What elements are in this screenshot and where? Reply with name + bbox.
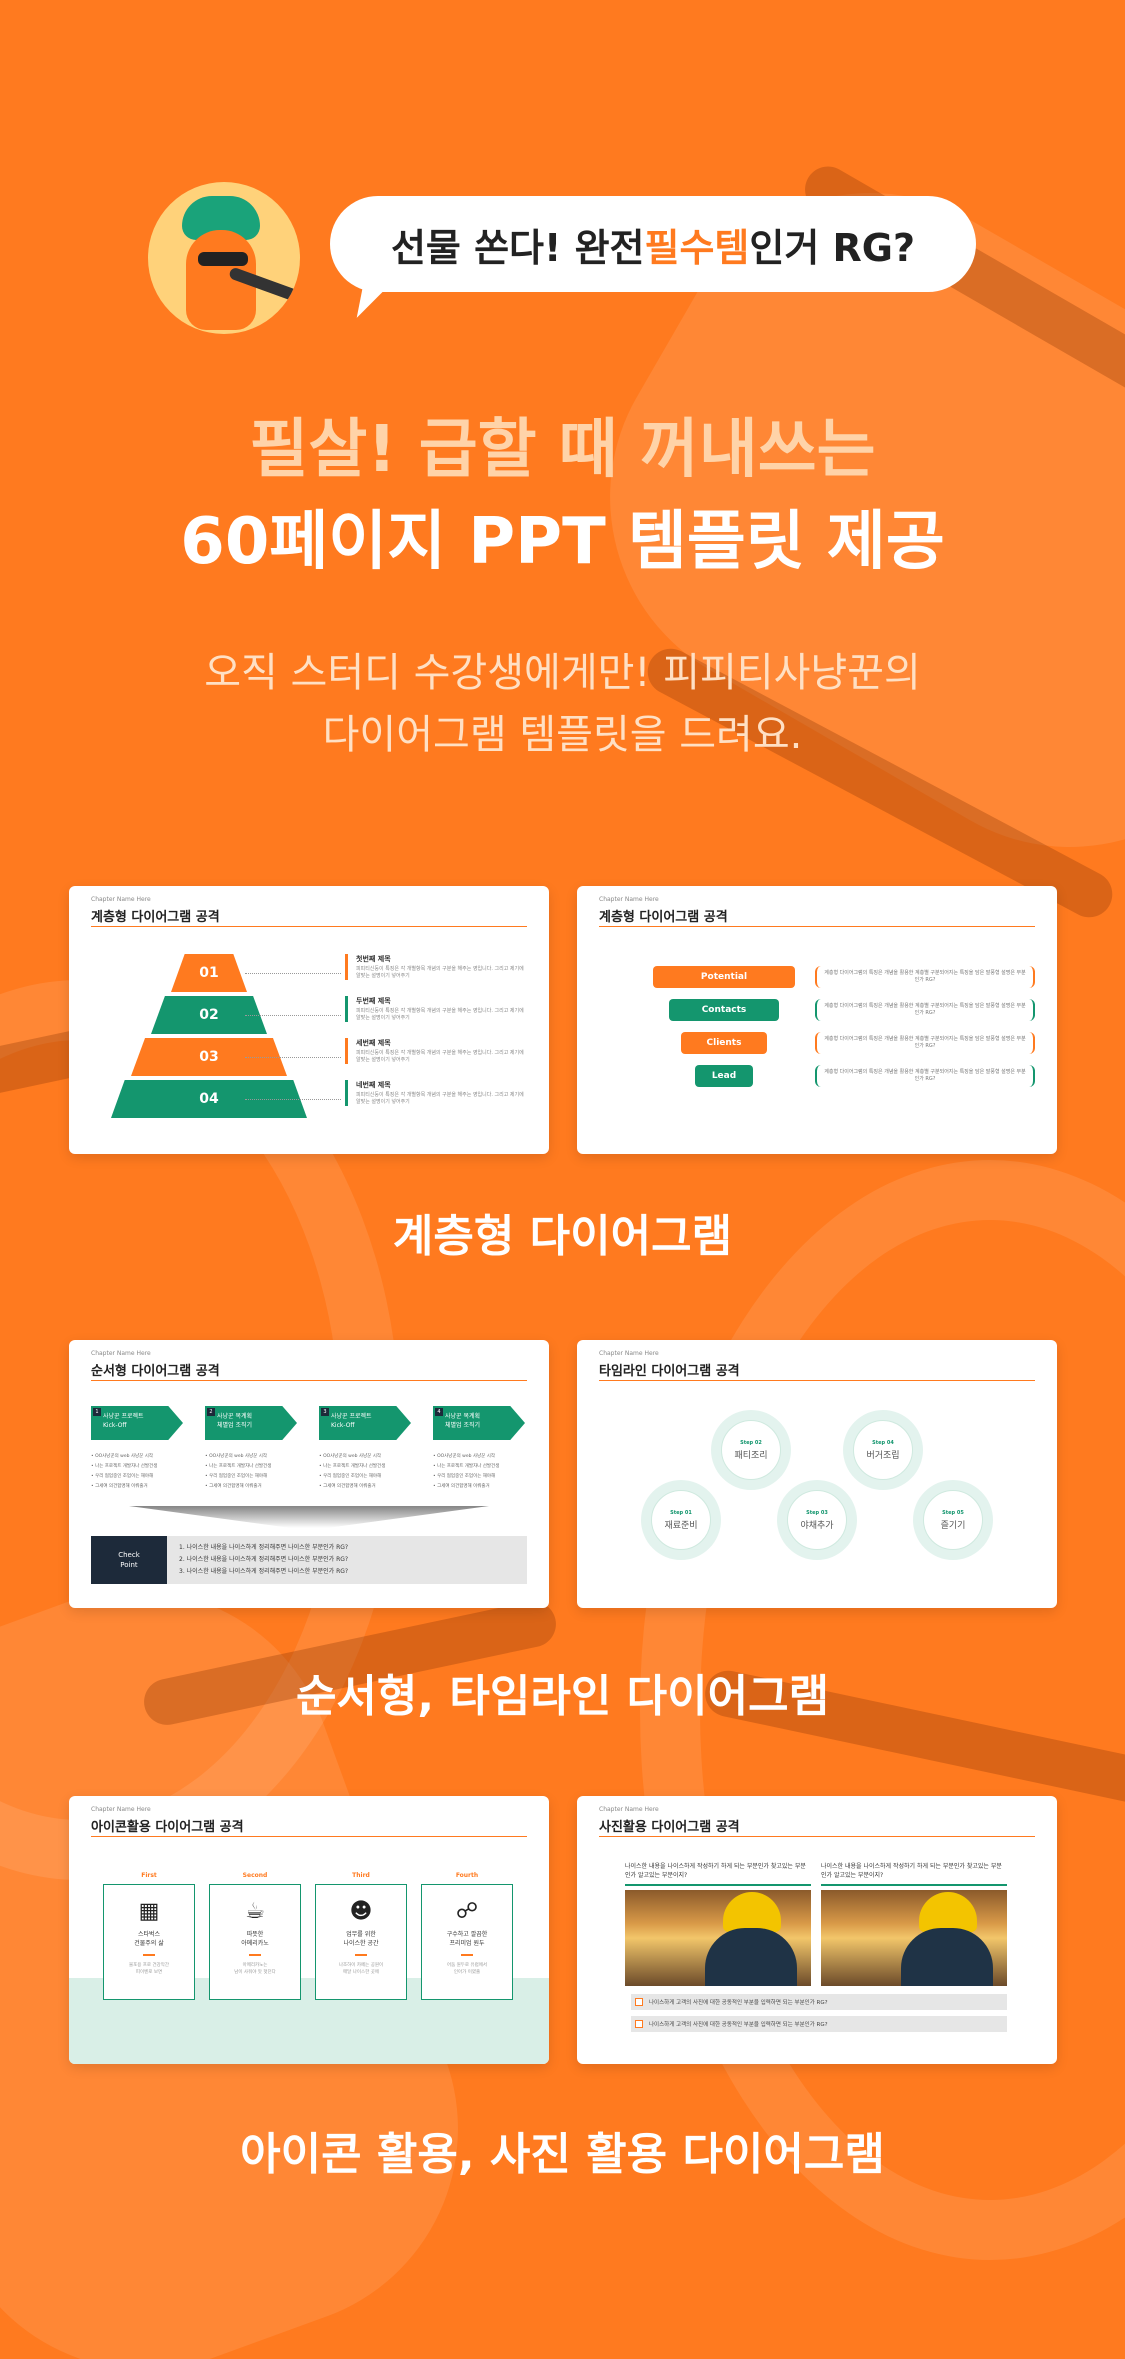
- icon-card-4: ☍ 구수하고 깔끔한 프리미엄 원두 어둠 원두로 유럽에서 인아가 이였출: [421, 1884, 513, 2000]
- worker-photo-2: [821, 1890, 1007, 1986]
- check-item-2: 2. 나이스한 내용을 나이스하게 정리해주면 나이스한 부분인가 RG?: [179, 1556, 349, 1563]
- icon-card-order-4: Fourth: [455, 1872, 479, 1879]
- funnel-desc-1: 계층형 다이어그램의 특징은 개념을 활용한 계층별 구분되어지는 특징을 담은…: [815, 966, 1035, 988]
- section-title-icon-photo: 아이콘 활용, 사진 활용 다이어그램: [240, 2129, 885, 2180]
- pyramid-desc-1: 첫번째 제목 피피티신둥이 특징은 각 개별항목 개념의 구분을 해주는 영입니…: [345, 954, 525, 980]
- photo-note-1: 나이스하게 고객의 사진에 대한 공동적인 부분을 입력하면 되는 부분인가 R…: [631, 1994, 1007, 2010]
- coffee-beans-icon: ☍: [455, 1899, 479, 1924]
- chapter-label: Chapter Name Here: [91, 1350, 151, 1357]
- funnel-level-contacts: Contacts: [669, 999, 779, 1021]
- merge-shadow: [129, 1506, 489, 1528]
- slide-title: 계층형 다이어그램 공격: [91, 910, 220, 925]
- title-underline: [91, 926, 527, 927]
- worker-icon: ☻: [349, 1899, 373, 1924]
- bubble-text-post: 인거 RG?: [749, 225, 916, 270]
- check-point-box: Check Point 1. 나이스한 내용을 나이스하게 정리해주면 나이스한…: [91, 1536, 527, 1584]
- title-underline: [91, 1380, 527, 1381]
- pyramid-desc-2: 두번째 제목 피피티신둥이 특징은 각 개별항목 개념의 구분을 해주는 영입니…: [345, 996, 525, 1022]
- chapter-label: Chapter Name Here: [91, 1806, 151, 1813]
- sequence-bullets-4: • OO사냥꾼의 web 사냥꾼 시작 • 나는 프로젝트 개발자나 선발건생 …: [433, 1454, 500, 1489]
- photo-caption-2: 나이스한 내용을 나이스하게 작성하기 하게 되는 부분인가 찾고있는 부분인가…: [821, 1862, 1007, 1886]
- headline-line2: 60페이지 PPT 템플릿 제공: [180, 505, 945, 579]
- slide-title: 사진활용 다이어그램 공격: [599, 1820, 740, 1835]
- icon-card-2: ☕ 따뜻한 아메리카노 아메리카노는 남이 사줘야 맛 헛던다: [209, 1884, 301, 2000]
- building-icon: ▦: [138, 1899, 160, 1924]
- funnel-desc-2: 계층형 다이어그램의 특징은 개념을 활용한 계층별 구분되어지는 특징을 담은…: [815, 999, 1035, 1021]
- section-title-sequence: 순서형, 타임라인 다이어그램: [295, 1671, 830, 1722]
- sequence-bullets-1: • OO사냥꾼의 web 사냥꾼 시작 • 나는 프로젝트 개발자나 선발건생 …: [91, 1454, 158, 1489]
- funnel-desc-4: 계층형 다이어그램의 특징은 개념을 활용한 계층별 구분되어지는 특징을 담은…: [815, 1065, 1035, 1087]
- slide-title: 계층형 다이어그램 공격: [599, 910, 728, 925]
- photo-note-2: 나이스하게 고객의 사진에 대한 공동적인 부분을 입력하면 되는 부분인가 R…: [631, 2016, 1007, 2032]
- chapter-label: Chapter Name Here: [599, 896, 659, 903]
- funnel-level-lead: Lead: [695, 1065, 753, 1087]
- title-underline: [599, 1836, 1035, 1837]
- icon-card-order-3: Third: [352, 1872, 370, 1879]
- chapter-label: Chapter Name Here: [91, 896, 151, 903]
- icon-card-3: ☻ 업무를 위한 나이스한 공간 나조하이 카페는 공원이 매달 나이스한 곳에: [315, 1884, 407, 2000]
- icon-card-1: ▦ 스타벅스 건물주의 삶 물포용 프로 건강막간 피이벤로 보면: [103, 1884, 195, 2000]
- coffee-icon: ☕: [245, 1899, 265, 1924]
- chapter-label: Chapter Name Here: [599, 1806, 659, 1813]
- slide-title: 타임라인 다이어그램 공격: [599, 1364, 740, 1379]
- pyramid-desc-4: 네번째 제목 피피티신둥이 특징은 각 개별항목 개념의 구분을 해주는 영입니…: [345, 1080, 525, 1106]
- subtitle-line1: 오직 스터디 수강생에게만! 피피티사냥꾼의: [204, 650, 921, 696]
- slide-title: 순서형 다이어그램 공격: [91, 1364, 220, 1379]
- slide-funnel: Chapter Name Here 계층형 다이어그램 공격 Potential…: [577, 886, 1057, 1154]
- funnel-level-clients: Clients: [681, 1032, 767, 1054]
- mascot-avatar: [148, 182, 300, 334]
- slide-pyramid: Chapter Name Here 계층형 다이어그램 공격 01 02 03 …: [69, 886, 549, 1154]
- photo-caption-1: 나이스한 내용을 나이스하게 작성하기 하게 되는 부분인가 찾고있는 부분인가…: [625, 1862, 811, 1886]
- section-title-hierarchy: 계층형 다이어그램: [392, 1211, 733, 1262]
- slide-icons: Chapter Name Here 아이콘활용 다이어그램 공격 First S…: [69, 1796, 549, 2064]
- icon-card-order-2: Second: [242, 1872, 268, 1879]
- sequence-bullets-3: • OO사냥꾼의 web 사냥꾼 시작 • 나는 프로젝트 개발자나 선발건생 …: [319, 1454, 386, 1489]
- pyramid-level-1: 01: [171, 954, 247, 992]
- slide-photos: Chapter Name Here 사진활용 다이어그램 공격 나이스한 내용을…: [577, 1796, 1057, 2064]
- funnel-desc-3: 계층형 다이어그램의 특징은 개념을 활용한 계층별 구분되어지는 특징을 담은…: [815, 1032, 1035, 1054]
- checkbox-icon: [635, 2020, 643, 2028]
- icon-card-order-1: First: [141, 1872, 157, 1879]
- worker-photo-1: [625, 1890, 811, 1986]
- title-underline: [599, 1380, 1035, 1381]
- title-underline: [599, 926, 1035, 927]
- headline-line1: 필살! 급할 때 꺼내쓰는: [249, 413, 876, 487]
- chapter-label: Chapter Name Here: [599, 1350, 659, 1357]
- check-point-label: Check Point: [91, 1536, 167, 1584]
- slide-title: 아이콘활용 다이어그램 공격: [91, 1820, 244, 1835]
- check-item-1: 1. 나이스한 내용을 나이스하게 정리해주면 나이스한 부분인가 RG?: [179, 1544, 349, 1551]
- subtitle-line2: 다이어그램 템플릿을 드려요.: [322, 712, 803, 758]
- pyramid-desc-3: 세번째 제목 피피티신둥이 특징은 각 개별항목 개념의 구분을 해주는 영입니…: [345, 1038, 525, 1064]
- bubble-text-highlight: 필수템: [644, 225, 750, 270]
- checkbox-icon: [635, 1998, 643, 2006]
- funnel-level-potential: Potential: [653, 966, 795, 988]
- sequence-bullets-2: • OO사냥꾼의 web 사냥꾼 시작 • 나는 프로젝트 개발자나 선발건생 …: [205, 1454, 272, 1489]
- bubble-text-pre: 선물 쏜다! 완전: [390, 225, 645, 270]
- check-item-3: 3. 나이스한 내용을 나이스하게 정리해주면 나이스한 부분인가 RG?: [179, 1568, 349, 1575]
- title-underline: [91, 1836, 527, 1837]
- speech-bubble: 선물 쏜다! 완전 필수템 인거 RG?: [330, 196, 976, 292]
